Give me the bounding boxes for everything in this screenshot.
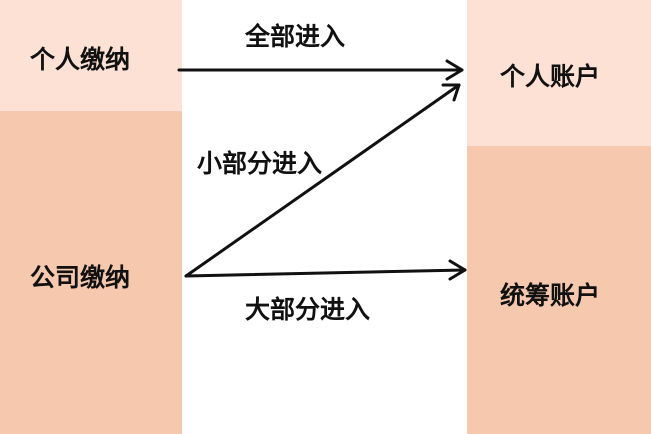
arrow-large-in-head <box>448 259 467 281</box>
arrow-all-in-head <box>445 59 464 81</box>
arrow-small-in-head <box>441 83 461 102</box>
pooled-account-box: 统筹账户 <box>467 146 651 434</box>
arrow-small-in <box>184 83 461 278</box>
flow-label-large-in: 大部分进入 <box>245 295 371 324</box>
company-pay-box: 公司缴纳 <box>0 111 182 434</box>
company-pay-label: 公司缴纳 <box>30 263 131 292</box>
flow-label-small-in: 小部分进入 <box>197 149 323 178</box>
personal-account-box: 个人账户 <box>467 0 651 146</box>
personal-account-label: 个人账户 <box>500 62 601 91</box>
arrow-large-in <box>184 268 467 278</box>
pooled-account-label: 统筹账户 <box>500 281 601 310</box>
flow-label-all-in: 全部进入 <box>245 22 346 51</box>
personal-pay-box: 个人缴纳 <box>0 0 182 111</box>
personal-pay-label: 个人缴纳 <box>30 45 131 74</box>
